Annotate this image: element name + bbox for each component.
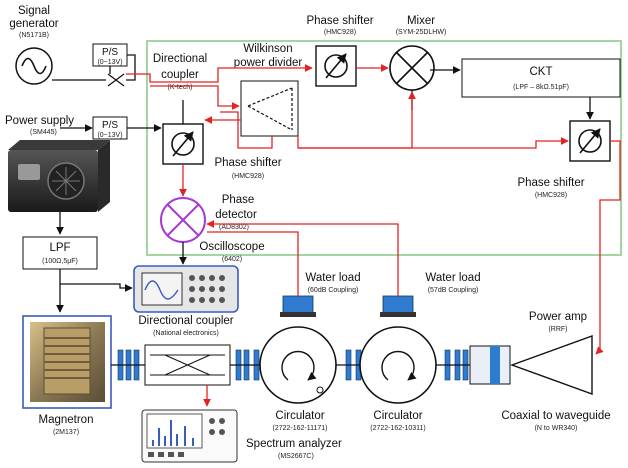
circulator-1: Water load (60dB Coupling) Circulator (2… (260, 272, 361, 432)
ps-mid-label: Phase shifter (214, 157, 281, 169)
ps-right-label: Phase shifter (517, 177, 584, 189)
phase-shifter-top: Phase shifter (HMC928) (306, 15, 373, 86)
mixer-label: Mixer (407, 15, 435, 27)
oscilloscope: Oscilloscope (6402) (134, 241, 265, 312)
wilkinson-divider: Wilkinson power divider (234, 43, 303, 136)
ps-2-label: P/S (102, 120, 118, 131)
magnetron: Magnetron (2M137) (23, 316, 111, 436)
svg-text:generator: generator (9, 18, 58, 30)
power-amp-label: Power amp (529, 311, 587, 323)
dc-top-cross-icon (108, 74, 124, 86)
circulator-2-icon (360, 327, 436, 403)
ps-mid-model: (HMC928) (232, 173, 264, 180)
power-amp-model: (RRF) (548, 326, 567, 333)
ps-1: P/S (0~13V) (93, 44, 127, 66)
water-load-2-detail: (57dB Coupling) (428, 287, 479, 294)
mixer-model: (SYM-25DLHW) (396, 29, 447, 36)
water-load-1-detail: (60dB Coupling) (308, 287, 359, 294)
power-supply-unit-icon (8, 140, 110, 150)
water-load-1-label: Water load (305, 272, 360, 284)
mixer: Mixer (SYM-25DLHW) (390, 15, 446, 90)
spectrum-analyzer-model: (MS2667C) (278, 453, 314, 460)
power-amp: Power amp (RRF) (512, 311, 592, 394)
oscilloscope-model: (6402) (222, 256, 242, 263)
dc-bottom-label: Directional coupler (138, 315, 233, 327)
circulator-2: Water load (57dB Coupling) Circulator (2… (360, 272, 481, 432)
lpf-label: LPF (49, 242, 70, 254)
ps-2-range: (0~13V) (97, 132, 122, 139)
directional-coupler-bottom: Directional coupler (National electronic… (138, 315, 233, 385)
ps-1-label: P/S (102, 47, 118, 58)
ps-top-label: Phase shifter (306, 15, 373, 27)
oscilloscope-label: Oscilloscope (199, 241, 264, 253)
circulator-1-label: Circulator (275, 410, 324, 422)
wilkinson-label-2: power divider (234, 57, 303, 69)
power-supply-model: (SM445) (30, 129, 57, 136)
ckt-label: CKT (530, 66, 553, 78)
magnetron-label: Magnetron (39, 414, 94, 426)
phase-detector-model: (AD8302) (219, 224, 249, 231)
power-supply-label: Power supply (5, 115, 74, 127)
phase-detector-label-1: Phase (222, 194, 255, 206)
phase-shifter-right: Phase shifter (HMC928) (517, 121, 610, 199)
circulator-2-model: (2722-162-10311) (370, 425, 426, 432)
dc-top-model: (K-tech) (168, 84, 193, 91)
dc-top-label-1: Directional (153, 53, 207, 65)
lpf-detail: (100Ω,5μF) (42, 258, 78, 265)
lpf: LPF (100Ω,5μF) (23, 237, 97, 269)
circulator-2-label: Circulator (373, 410, 422, 422)
ps-2: P/S (0~13V) (93, 117, 127, 139)
phase-detector-label-2: detector (215, 209, 257, 221)
dc-bottom-model: (National electronics) (153, 330, 219, 337)
signal-generator-label: Signal (18, 5, 50, 17)
ckt-box: CKT (LPF – 8kΩ.51pF) (462, 59, 620, 97)
signal-generator-label-2: generator (9, 18, 58, 30)
circulator-1-icon (260, 327, 336, 403)
ckt-detail: (LPF – 8kΩ.51pF) (513, 84, 569, 91)
ps-right-model: (HMC928) (535, 192, 567, 199)
coax-model: (N to WR340) (535, 425, 578, 432)
ps-top-model: (HMC928) (324, 29, 356, 36)
wilkinson-label-1: Wilkinson (243, 43, 292, 55)
phase-detector: Phase detector (AD8302) (161, 194, 257, 242)
signal-generator-model: (N5171B) (19, 32, 49, 39)
dc-top-label-2: coupler (161, 69, 199, 81)
water-load-2-label: Water load (425, 272, 480, 284)
circulator-1-model: (2722-162-11171) (272, 425, 327, 432)
coax-label: Coaxial to waveguide (501, 410, 610, 422)
signal-generator: Signal generator (N5171B) (9, 5, 58, 84)
spectrum-analyzer-label: Spectrum analyzer (246, 438, 342, 450)
magnetron-model: (2M137) (53, 429, 79, 436)
ps-1-range: (0~13V) (97, 59, 122, 66)
